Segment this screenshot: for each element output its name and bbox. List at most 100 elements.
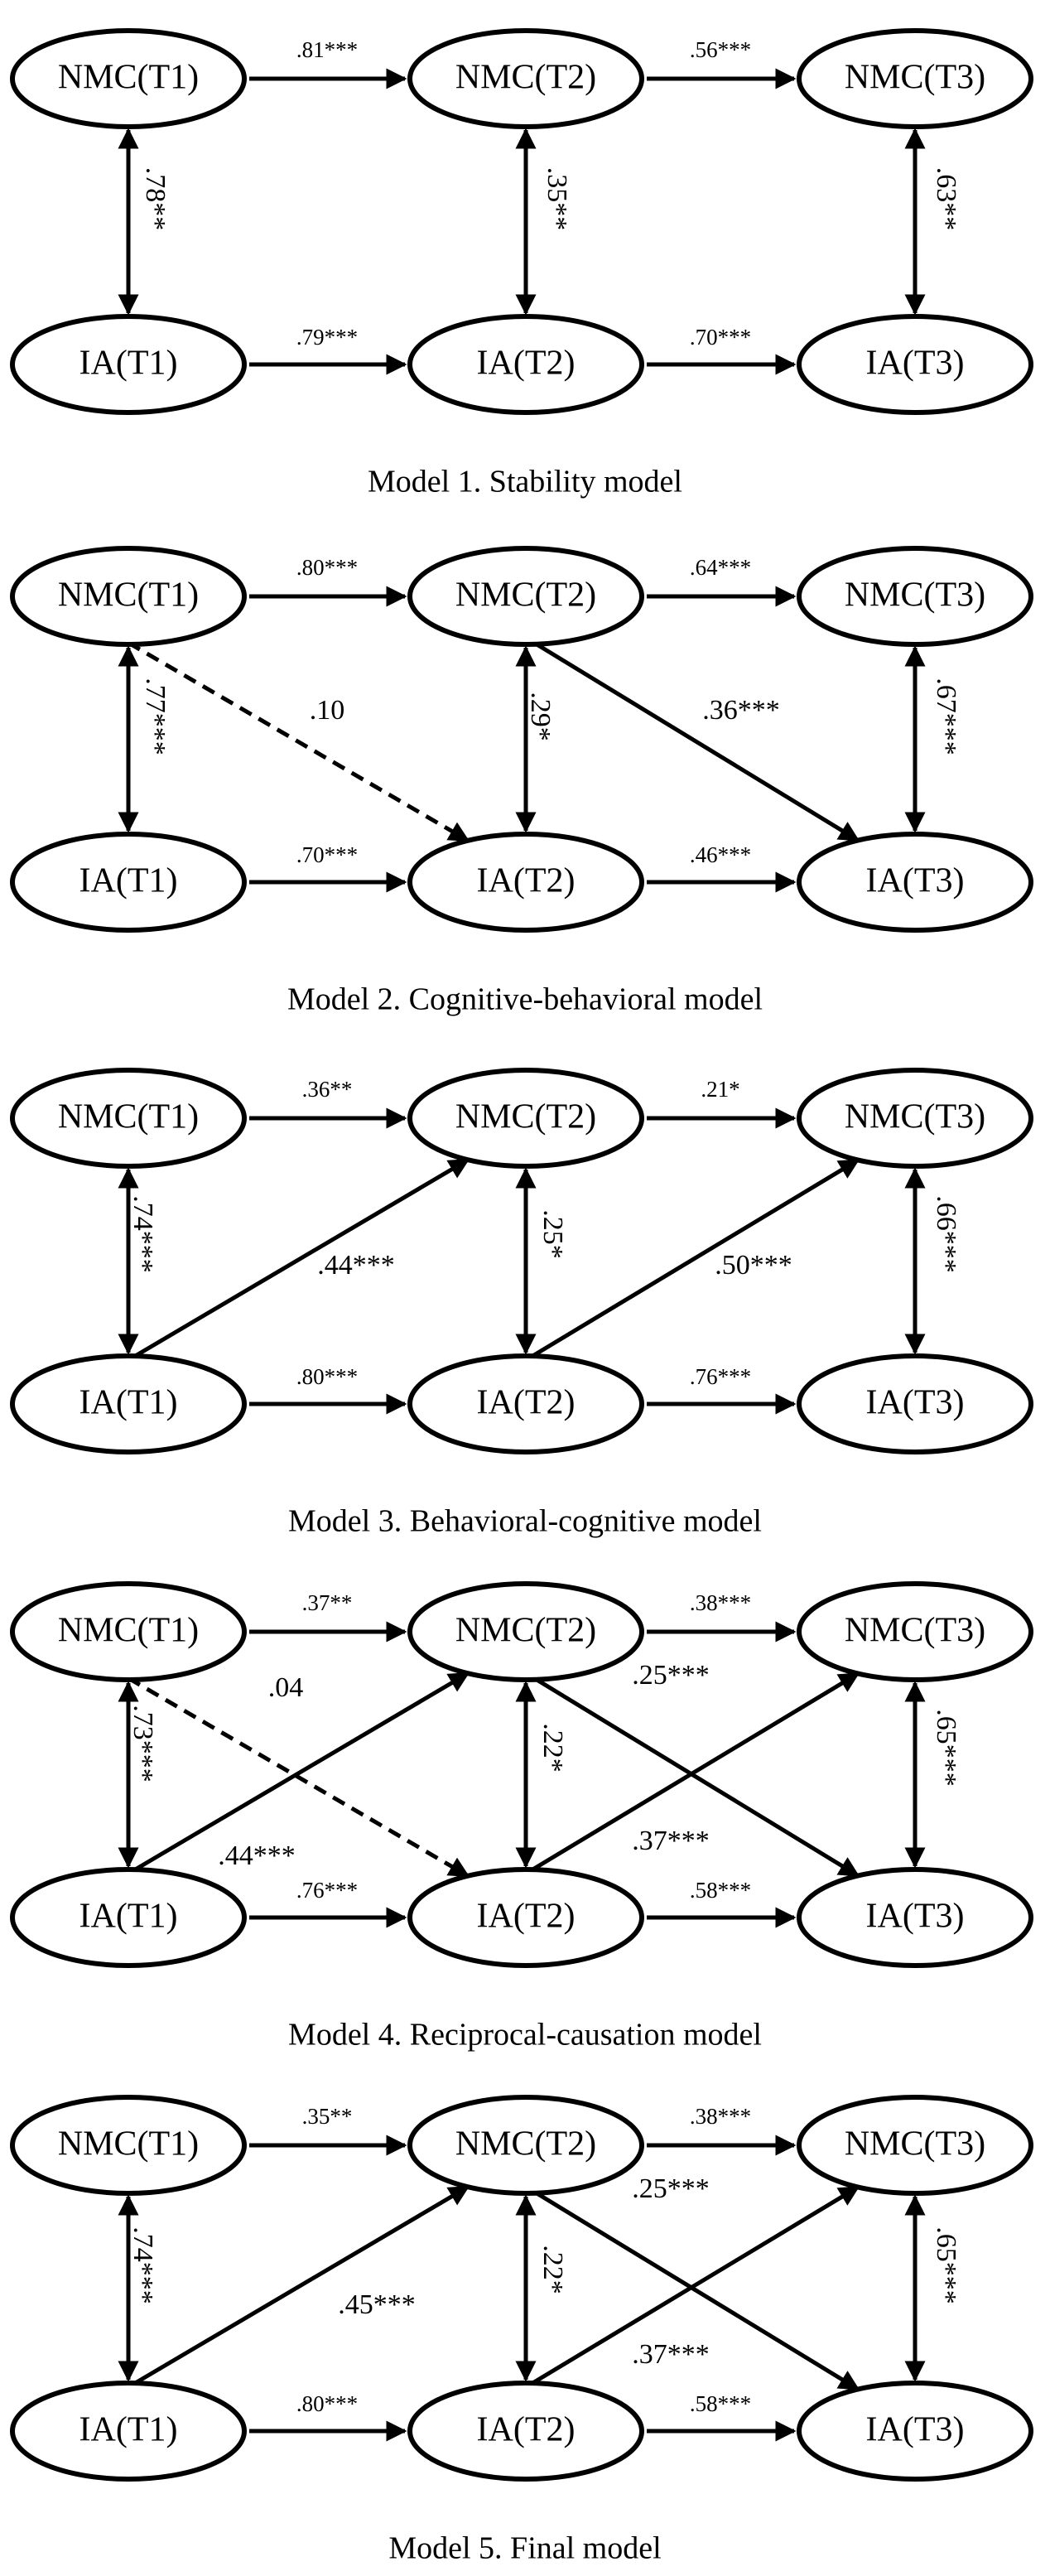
path-arrow <box>532 640 860 842</box>
model-edges <box>118 1621 926 1928</box>
coefficient-label: .37** <box>302 1590 353 1615</box>
construct-node-nmc1: NMC(T1) <box>10 2095 247 2196</box>
construct-node-nmc1: NMC(T1) <box>10 28 247 129</box>
path-arrow <box>532 2189 860 2391</box>
construct-ellipse <box>407 28 644 129</box>
construct-label: IA(T2) <box>477 862 576 900</box>
coefficient-label: .63** <box>931 167 961 231</box>
construct-node-ia2: IA(T2) <box>407 314 644 415</box>
construct-node-ia3: IA(T3) <box>797 832 1033 933</box>
construct-node-nmc3: NMC(T3) <box>797 1581 1033 1682</box>
construct-ellipse <box>10 1581 247 1682</box>
coefficient-label: .79*** <box>296 325 358 350</box>
construct-label: IA(T2) <box>477 1384 576 1422</box>
construct-ellipse <box>407 546 644 647</box>
construct-label: IA(T2) <box>477 1898 576 1936</box>
construct-label: IA(T3) <box>866 1384 965 1422</box>
construct-node-ia3: IA(T3) <box>797 1353 1033 1454</box>
construct-ellipse <box>407 1867 644 1968</box>
coefficient-label: .35** <box>542 167 572 231</box>
construct-ellipse <box>10 2095 247 2196</box>
construct-node-nmc2: NMC(T2) <box>407 1581 644 1682</box>
path-arrow <box>131 1672 470 1874</box>
construct-label: NMC(T1) <box>58 2125 199 2164</box>
coefficient-label: .50*** <box>715 1250 792 1281</box>
construct-ellipse <box>10 832 247 933</box>
construct-label: NMC(T3) <box>845 576 985 615</box>
construct-label: IA(T3) <box>866 345 965 383</box>
coefficient-label: .56*** <box>690 37 751 62</box>
model-edges <box>118 586 926 893</box>
model-caption: Model 5. Final model <box>388 2531 661 2566</box>
construct-ellipse <box>797 1867 1033 1968</box>
construct-node-ia1: IA(T1) <box>10 832 247 933</box>
path-arrow <box>532 1676 860 1878</box>
coefficient-label: .76*** <box>690 1364 751 1389</box>
construct-ellipse <box>797 546 1033 647</box>
construct-ellipse <box>797 2381 1033 2482</box>
model-caption: Model 4. Reciprocal-causation model <box>288 2018 762 2053</box>
construct-node-ia3: IA(T3) <box>797 2381 1033 2482</box>
construct-label: NMC(T1) <box>58 1098 199 1136</box>
construct-node-ia2: IA(T2) <box>407 1867 644 1968</box>
coefficient-label: .35** <box>302 2104 353 2129</box>
construct-label: IA(T1) <box>79 345 178 383</box>
coefficient-label: .38*** <box>690 2104 751 2129</box>
construct-ellipse <box>10 546 247 647</box>
nonsignificant-path-arrow <box>127 1676 470 1878</box>
construct-label: NMC(T3) <box>845 2125 985 2164</box>
coefficient-label: .46*** <box>690 842 751 867</box>
construct-node-ia2: IA(T2) <box>407 2381 644 2482</box>
coefficient-label: .78** <box>140 167 171 231</box>
construct-node-nmc3: NMC(T3) <box>797 28 1033 129</box>
path-arrow <box>131 2185 470 2387</box>
coefficient-label: .70*** <box>296 842 358 867</box>
coefficient-label: .36*** <box>702 695 780 726</box>
coefficient-label: .58*** <box>690 1878 751 1903</box>
coefficient-label: .10 <box>310 695 345 726</box>
model-caption: Model 2. Cognitive-behavioral model <box>287 982 763 1017</box>
construct-node-nmc2: NMC(T2) <box>407 2095 644 2196</box>
construct-node-nmc2: NMC(T2) <box>407 28 644 129</box>
nonsignificant-path-arrow <box>127 640 470 842</box>
construct-node-ia1: IA(T1) <box>10 1353 247 1454</box>
construct-label: NMC(T1) <box>58 59 199 97</box>
construct-ellipse <box>797 1068 1033 1169</box>
construct-node-ia2: IA(T2) <box>407 1353 644 1454</box>
construct-label: NMC(T3) <box>845 1612 985 1650</box>
model-panel: .80***.64***.70***.46***.77***.29*.67***… <box>10 546 1033 1017</box>
coefficient-label: .66*** <box>931 1195 961 1273</box>
coefficient-label: .76*** <box>296 1878 358 1903</box>
construct-ellipse <box>10 2381 247 2482</box>
coefficient-label: .37*** <box>632 1826 710 1856</box>
construct-label: NMC(T2) <box>455 59 596 97</box>
construct-label: NMC(T1) <box>58 1612 199 1650</box>
construct-node-nmc1: NMC(T1) <box>10 1068 247 1169</box>
construct-node-nmc3: NMC(T3) <box>797 546 1033 647</box>
coefficient-label: .74*** <box>128 2226 158 2304</box>
coefficient-label: .74*** <box>128 1195 158 1273</box>
model-panel: .81***.56***.79***.70***.78**.35**.63**N… <box>10 28 1033 499</box>
path-arrow <box>528 2185 860 2387</box>
construct-ellipse <box>797 1581 1033 1682</box>
construct-label: NMC(T2) <box>455 1612 596 1650</box>
construct-ellipse <box>407 1068 644 1169</box>
construct-label: IA(T3) <box>866 2411 965 2449</box>
construct-label: NMC(T3) <box>845 1098 985 1136</box>
construct-node-nmc1: NMC(T1) <box>10 546 247 647</box>
coefficient-label: .65*** <box>931 1709 961 1787</box>
construct-ellipse <box>10 1353 247 1454</box>
coefficient-label: .44*** <box>218 1840 296 1871</box>
coefficient-label: .22* <box>537 2245 568 2294</box>
coefficient-label: .25* <box>537 1209 568 1259</box>
construct-label: IA(T2) <box>477 345 576 383</box>
construct-label: NMC(T2) <box>455 576 596 615</box>
construct-ellipse <box>407 2095 644 2196</box>
construct-label: IA(T1) <box>79 2411 178 2449</box>
construct-ellipse <box>797 832 1033 933</box>
construct-label: IA(T1) <box>79 1384 178 1422</box>
coefficient-label: .45*** <box>338 2289 416 2320</box>
coefficient-label: .81*** <box>296 37 358 62</box>
construct-node-nmc3: NMC(T3) <box>797 2095 1033 2196</box>
coefficient-label: .44*** <box>317 1250 395 1281</box>
